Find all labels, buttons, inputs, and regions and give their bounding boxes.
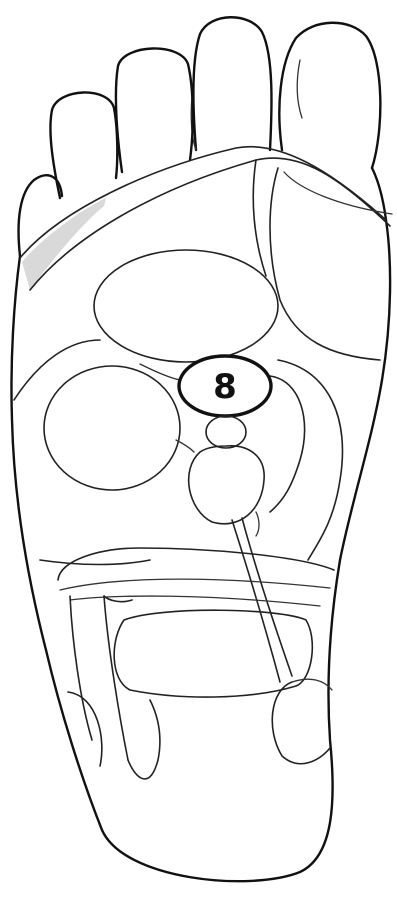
- zone-8-label: 8: [213, 367, 237, 407]
- ureter-tip: [256, 512, 259, 536]
- small-gland-zone: [206, 416, 246, 448]
- shaded-lateral-wedge: [22, 198, 106, 290]
- liver-zone-connector-top: [140, 364, 180, 380]
- big-toe-nail: [297, 60, 302, 118]
- zone-8: 8: [179, 356, 271, 416]
- metatarsal-band-upper: [20, 147, 386, 258]
- transverse-band-lower: [60, 579, 330, 590]
- right-mid-zone: [270, 376, 305, 512]
- fourth-toe: [50, 92, 117, 198]
- second-toe: [193, 17, 271, 150]
- lateral-vertical-band-outer: [70, 596, 92, 740]
- ureter-right: [242, 518, 292, 676]
- lateral-mid-curve: [40, 560, 150, 565]
- transverse-band-bottom: [70, 596, 320, 606]
- kidney-zone: [189, 446, 264, 524]
- lung-zone: [94, 250, 278, 362]
- third-toe: [116, 48, 193, 172]
- liver-zone-connector-bottom: [176, 440, 194, 452]
- foot-sole-outline: [11, 168, 390, 881]
- big-toe: [279, 23, 380, 168]
- medial-arc: [278, 360, 342, 560]
- intestine-zone: [114, 610, 312, 697]
- liver-zone: [44, 366, 180, 490]
- lateral-band-bottom: [128, 700, 160, 779]
- lateral-heel-bulge: [68, 692, 102, 766]
- ball-of-foot-zones: [20, 147, 392, 360]
- medial-heel-bulge: [272, 682, 330, 764]
- big-toe-ball-left-line: [253, 160, 266, 276]
